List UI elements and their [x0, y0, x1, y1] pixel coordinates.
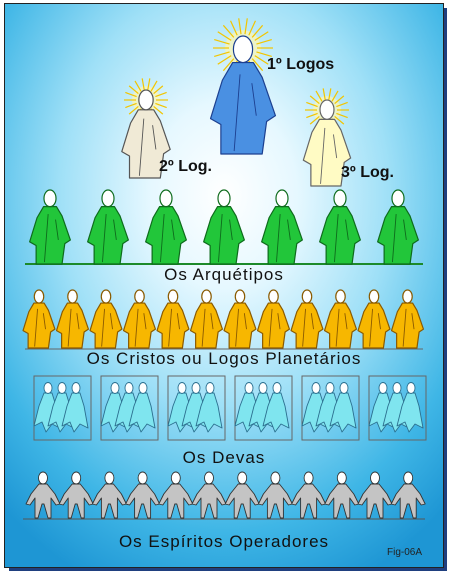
christs-caption: Os Cristos ou Logos Planetários	[86, 349, 362, 368]
spirit-figure	[324, 471, 360, 519]
deva-figure	[128, 382, 156, 433]
frame-shadow-bottom	[9, 567, 447, 571]
christ-figure	[89, 289, 123, 349]
logos3-label: 3º Log.	[341, 164, 394, 181]
deva-figure	[262, 382, 290, 433]
deva-figure	[61, 382, 89, 433]
archetype-figure	[319, 189, 361, 265]
logos1-label: 1º Logos	[267, 56, 335, 73]
christ-figure	[357, 289, 391, 349]
archetypes-caption: Os Arquétipos	[164, 265, 284, 284]
archetype-figure	[261, 189, 303, 265]
spirit-figure	[257, 471, 293, 519]
devas-group	[301, 375, 360, 441]
spirit-figure	[158, 471, 194, 519]
logos3-figure	[302, 99, 352, 187]
christ-figure	[390, 289, 425, 349]
spirit-figure	[224, 471, 260, 519]
diagram-frame: 1º Logos 2º Log. 3º Log. Os Arquétipos O…	[4, 3, 444, 568]
logos2-label: 2º Log.	[159, 158, 212, 175]
devas-group	[234, 375, 293, 441]
christ-figure	[223, 289, 257, 349]
deva-figure	[195, 382, 223, 433]
spirit-figure	[191, 471, 227, 519]
christ-figure	[189, 289, 224, 349]
figure-number: Fig-06A	[387, 547, 423, 558]
devas-group	[368, 375, 427, 441]
christ-figure	[156, 289, 190, 349]
archetype-figure	[203, 189, 245, 265]
christ-figure	[256, 289, 291, 349]
christ-figure	[55, 289, 90, 349]
spirit-figure	[291, 471, 327, 519]
spirit-figure	[357, 471, 393, 519]
spirit-figure	[125, 471, 161, 519]
frame-shadow-right	[443, 8, 447, 570]
christ-figure	[22, 289, 56, 349]
logos2-figure	[121, 89, 171, 179]
spirit-figure	[91, 471, 127, 519]
archetype-figure	[145, 189, 187, 265]
archetype-figure	[377, 189, 419, 265]
christs-row	[22, 289, 425, 349]
spirit-figure	[25, 471, 61, 519]
devas-group	[167, 375, 226, 441]
logos-layer	[121, 35, 352, 187]
devas-caption: Os Devas	[182, 448, 266, 467]
diagram-canvas	[22, 18, 427, 520]
devas-group	[33, 375, 92, 441]
christ-figure	[290, 289, 324, 349]
spirit-figure	[58, 471, 94, 519]
logos1-figure	[209, 35, 277, 155]
spirits-caption: Os Espíritos Operadores	[118, 532, 330, 551]
deva-figure	[396, 382, 424, 433]
devas-row	[33, 375, 427, 441]
archetypes-row	[29, 189, 419, 265]
devas-group	[100, 375, 159, 441]
christ-figure	[323, 289, 358, 349]
christ-figure	[122, 289, 157, 349]
spirit-figure	[390, 471, 426, 519]
archetype-figure	[29, 189, 71, 265]
archetype-figure	[87, 189, 129, 265]
spirits-row	[25, 471, 426, 519]
deva-figure	[329, 382, 357, 433]
